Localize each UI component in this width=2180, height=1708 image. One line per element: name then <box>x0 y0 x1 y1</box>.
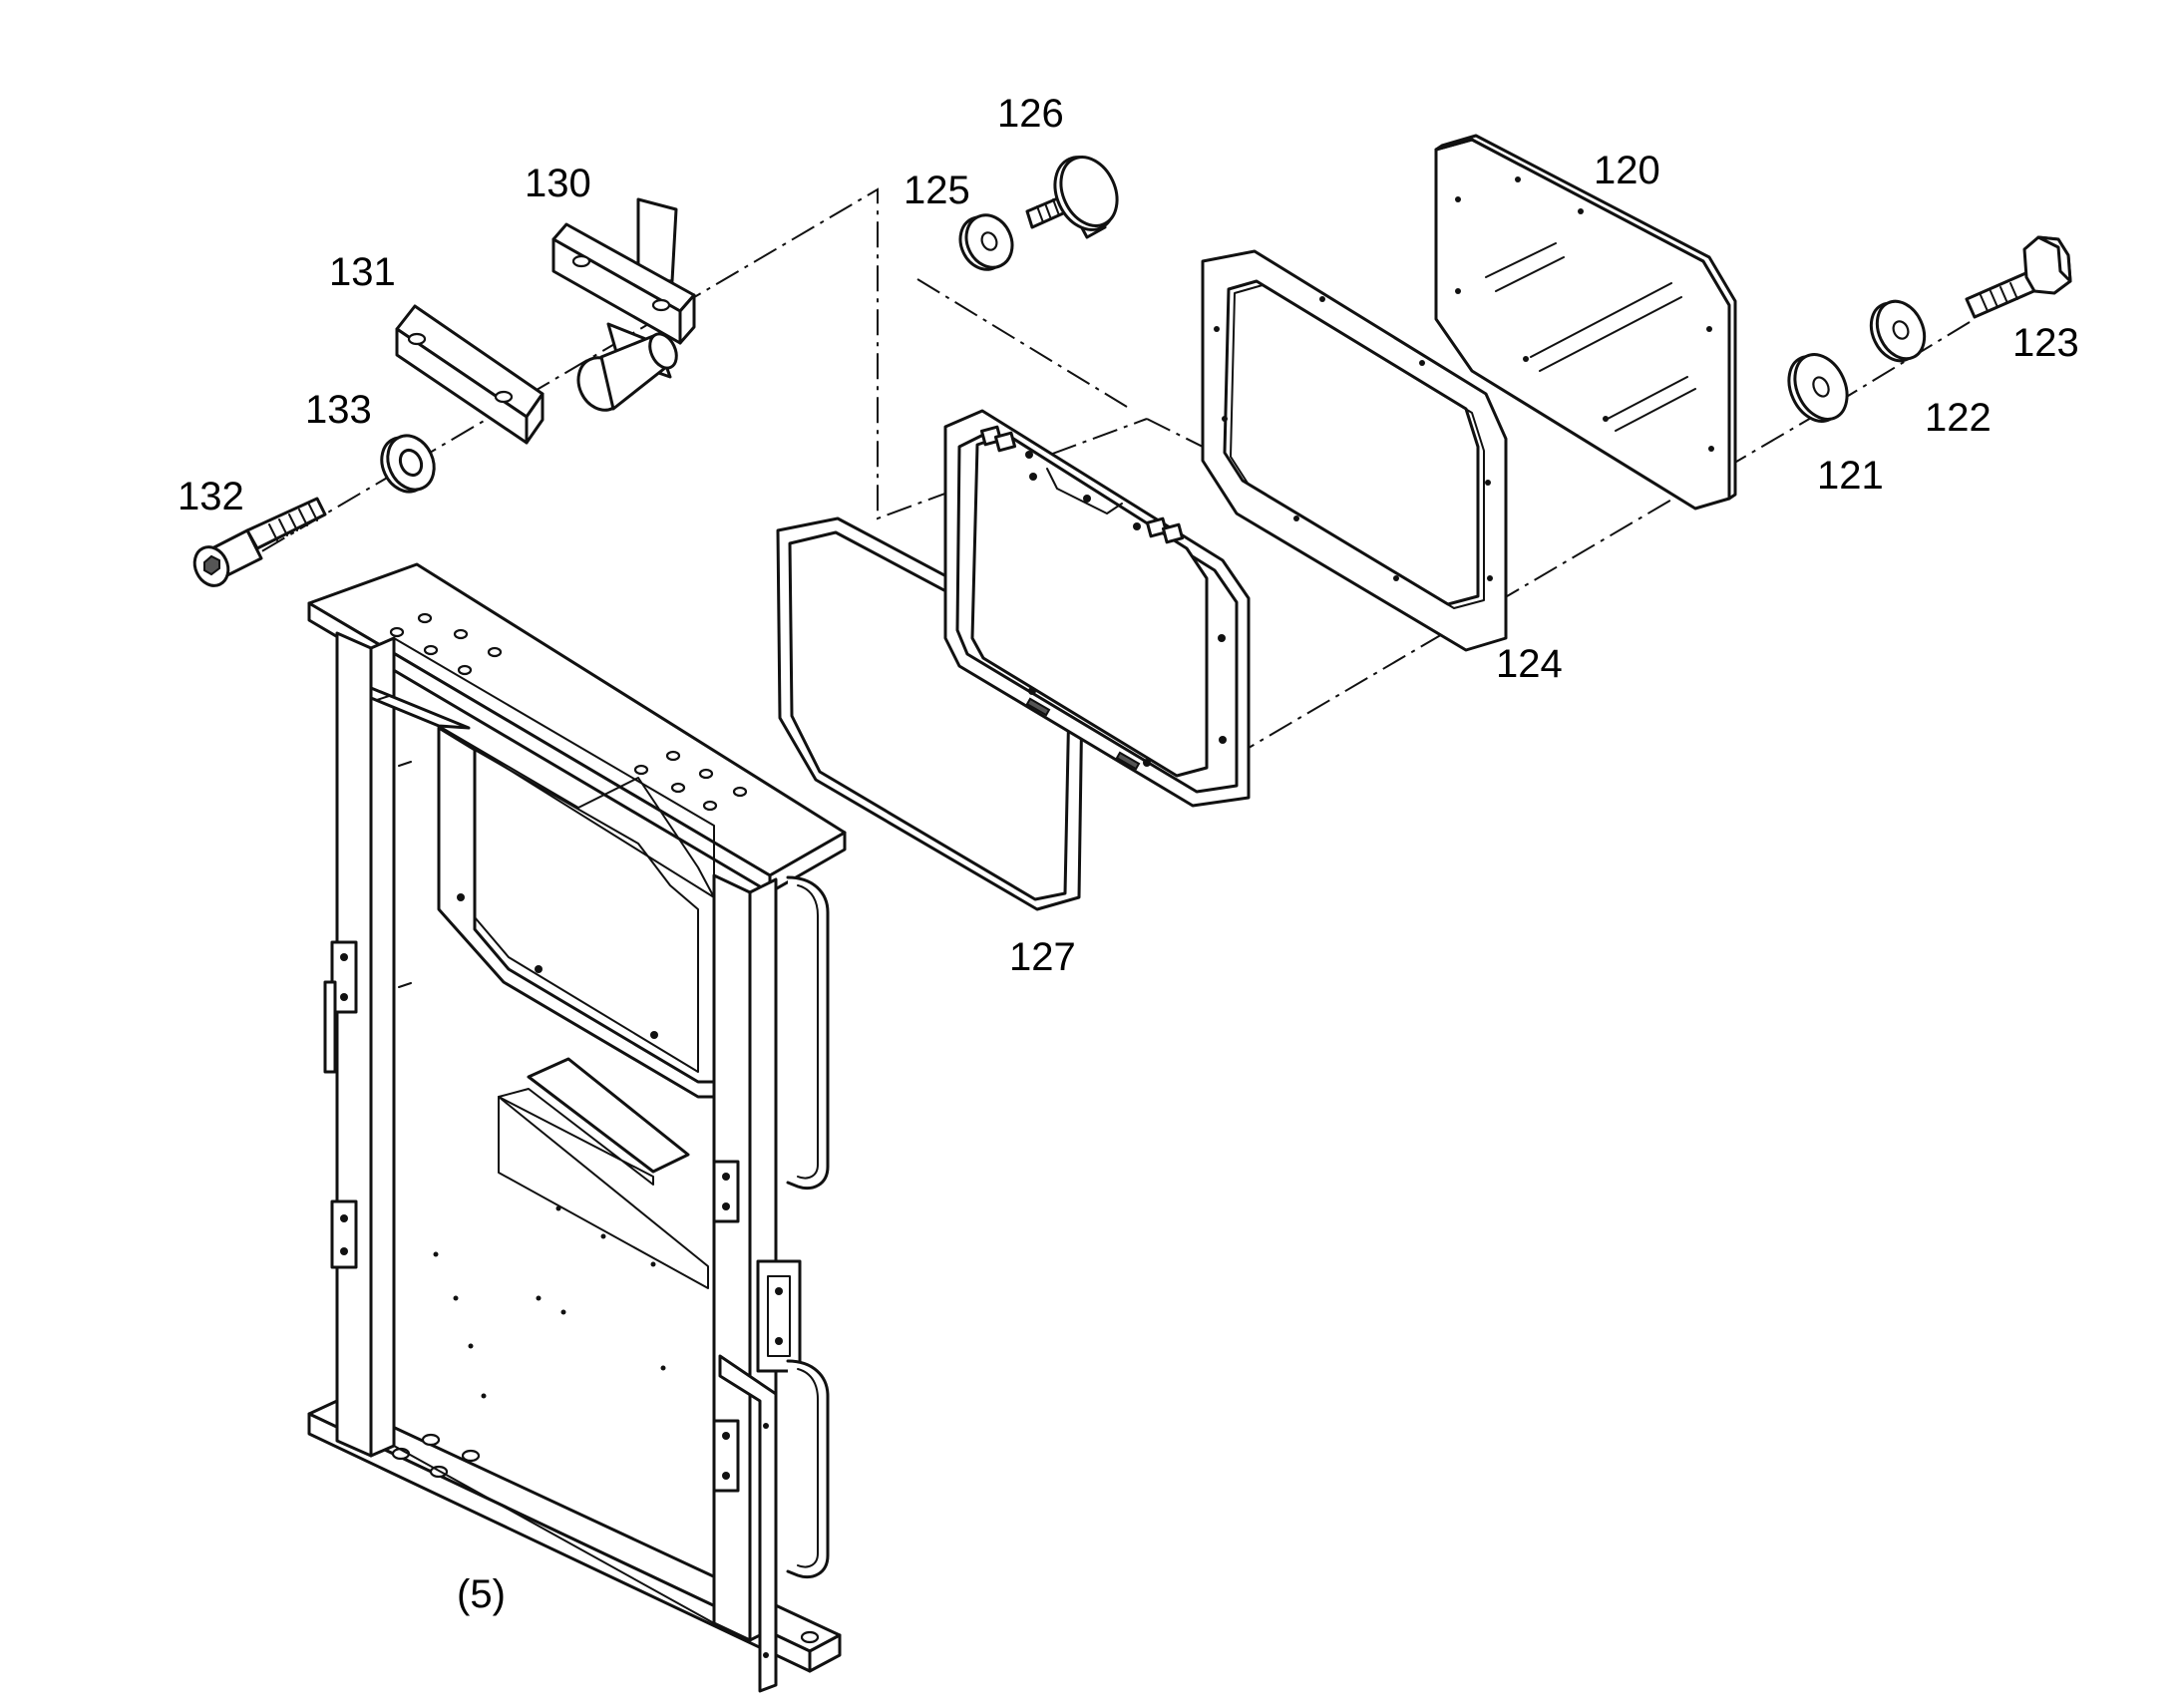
latch-bracket-130 <box>551 197 696 412</box>
callout-127: 127 <box>1009 935 1076 979</box>
callout-125: 125 <box>904 169 970 212</box>
washer-133 <box>380 434 436 494</box>
frame-plate-124 <box>1201 249 1508 652</box>
callout-labels: 120 121 122 123 124 125 126 127 130 131 … <box>178 92 2079 1616</box>
callout-124: 124 <box>1496 642 1563 686</box>
callout-122: 122 <box>1925 396 1992 440</box>
callout-132: 132 <box>178 475 244 518</box>
callout-123: 123 <box>2012 321 2079 365</box>
clamp-plate-131 <box>395 304 545 445</box>
callout-131: 131 <box>329 250 396 294</box>
washer-121 <box>1787 353 1849 423</box>
callout-133: 133 <box>305 388 372 432</box>
cover-plate-120 <box>1434 134 1737 511</box>
callout-120: 120 <box>1594 149 1660 192</box>
bumper-knob-126 <box>1025 156 1119 239</box>
callout-130: 130 <box>525 162 591 205</box>
hex-bolt-123 <box>1965 235 2072 319</box>
cap-screw-132 <box>192 497 327 587</box>
washer-122 <box>1869 299 1927 363</box>
mounting-frame-5 <box>307 562 847 1693</box>
callout-126: 126 <box>997 92 1064 136</box>
callout-frame-5: (5) <box>457 1572 506 1616</box>
callout-121: 121 <box>1817 454 1884 498</box>
panel-frame <box>943 409 1251 808</box>
washer-125 <box>958 213 1014 271</box>
